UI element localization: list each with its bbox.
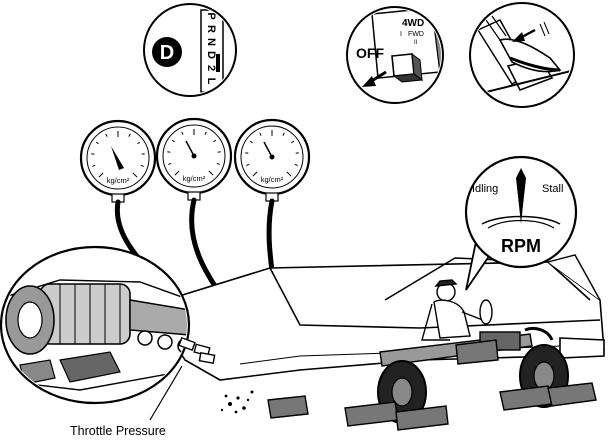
throttle-pressure-label: Throttle Pressure xyxy=(70,424,166,438)
selected-gear-badge: D xyxy=(152,37,182,67)
shift-position-R: R xyxy=(205,25,217,33)
gauge-2-tick-7 xyxy=(213,139,217,143)
mode-label-4wd: 4WD xyxy=(402,18,424,29)
gauge-1-tick-3 xyxy=(95,141,99,145)
tachometer-callout: Idling Stall RPM xyxy=(464,155,578,291)
switch-off-label: OFF xyxy=(356,45,384,61)
shift-indicator-bar xyxy=(216,54,220,72)
gauge-2-tick-10 xyxy=(208,170,214,176)
wheel-chocks xyxy=(267,382,597,431)
mode-mark-1: I xyxy=(400,31,402,38)
gauge-2-tick-6 xyxy=(204,131,207,135)
gauge-1-tick-4 xyxy=(105,133,108,137)
rear-bumper xyxy=(559,337,605,359)
selected-gear-label: D xyxy=(160,42,174,64)
gauge-2-tick-0 xyxy=(174,170,180,176)
rear-pillar xyxy=(547,254,601,301)
gauge-1-unit: kg/cm² xyxy=(107,176,130,185)
gauge-3-needle xyxy=(263,141,273,158)
mode-label-fwd: FWD xyxy=(408,31,424,38)
gauge-1-tick-9 xyxy=(140,164,144,167)
gauge-2-tick-4 xyxy=(181,131,184,135)
gauge-1-needle xyxy=(111,146,124,170)
gauge-1-tick-0 xyxy=(98,172,104,178)
transmission-inset xyxy=(0,245,216,405)
gauge-1-tick-7 xyxy=(137,141,141,145)
mode-mark-2: II xyxy=(414,40,418,46)
gauge-1-tick-10 xyxy=(132,172,138,178)
pressure-gauge-3: kg/cm² xyxy=(233,118,311,202)
gauge-3-tick-3 xyxy=(249,140,253,144)
off-direction-arrow xyxy=(362,70,387,87)
gauge-3-tick-9 xyxy=(294,163,298,166)
exhaust-puffs xyxy=(220,390,254,414)
transfer-switch-inset: 4WD FWD I II OFF xyxy=(346,6,444,104)
gauge-2-tick-1 xyxy=(168,162,172,165)
gauge-2-tick-3 xyxy=(171,139,175,143)
switch-knob xyxy=(391,52,424,83)
gauge-1-tick-1 xyxy=(92,164,96,167)
test-port-fittings xyxy=(178,336,216,364)
shift-position-L: L xyxy=(205,78,217,85)
shift-position-N: N xyxy=(205,38,217,46)
gauge-3-tick-4 xyxy=(259,132,262,136)
steering-wheel xyxy=(479,299,493,325)
shift-position-P: P xyxy=(205,12,217,19)
pressure-gauge-2: kg/cm² xyxy=(155,117,233,201)
throttle-pressure-leader xyxy=(149,365,183,421)
gauge-3-tick-0 xyxy=(252,171,258,177)
driver-figure xyxy=(421,279,493,341)
brake-pedal-inset xyxy=(469,2,575,108)
driveline-and-exhaust xyxy=(379,326,554,367)
gauge-2-unit: kg/cm² xyxy=(183,174,206,183)
shift-position-2: 2 xyxy=(205,65,217,71)
tach-stall-label: Stall xyxy=(542,183,563,195)
tach-idling-label: Idling xyxy=(472,183,498,195)
tach-title: RPM xyxy=(501,236,541,256)
gauge-3-tick-6 xyxy=(282,132,285,136)
gauge-3-tick-1 xyxy=(246,163,250,166)
gauge-1-tick-6 xyxy=(128,133,131,137)
gauge-3-tick-10 xyxy=(286,171,292,177)
gauge-3-unit: kg/cm² xyxy=(261,175,284,184)
rpm-needle xyxy=(516,168,526,224)
gauge-2-tick-9 xyxy=(216,162,220,165)
gauge-3-tick-7 xyxy=(291,140,295,144)
pressure-gauge-1: kg/cm² xyxy=(79,119,157,203)
press-arrow-icon xyxy=(512,21,550,42)
shift-position-D: D xyxy=(205,51,217,59)
gauge-2-needle xyxy=(185,140,195,157)
